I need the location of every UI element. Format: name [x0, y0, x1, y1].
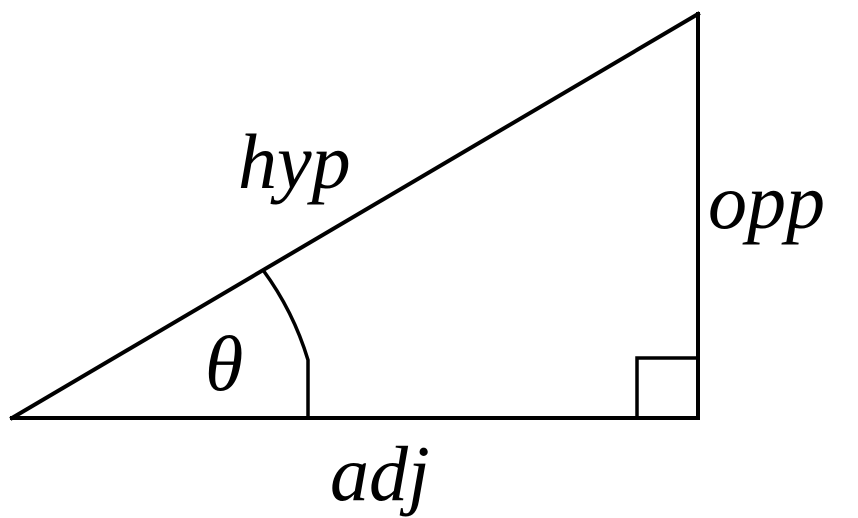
adjacent-label: adj [330, 430, 430, 517]
right-angle-marker [635, 356, 698, 418]
angle-label: θ [205, 320, 243, 407]
hypotenuse-side [9, 11, 701, 421]
angle-arc [261, 268, 310, 418]
opposite-label: opp [708, 158, 825, 245]
hypotenuse-label: hyp [238, 118, 351, 205]
